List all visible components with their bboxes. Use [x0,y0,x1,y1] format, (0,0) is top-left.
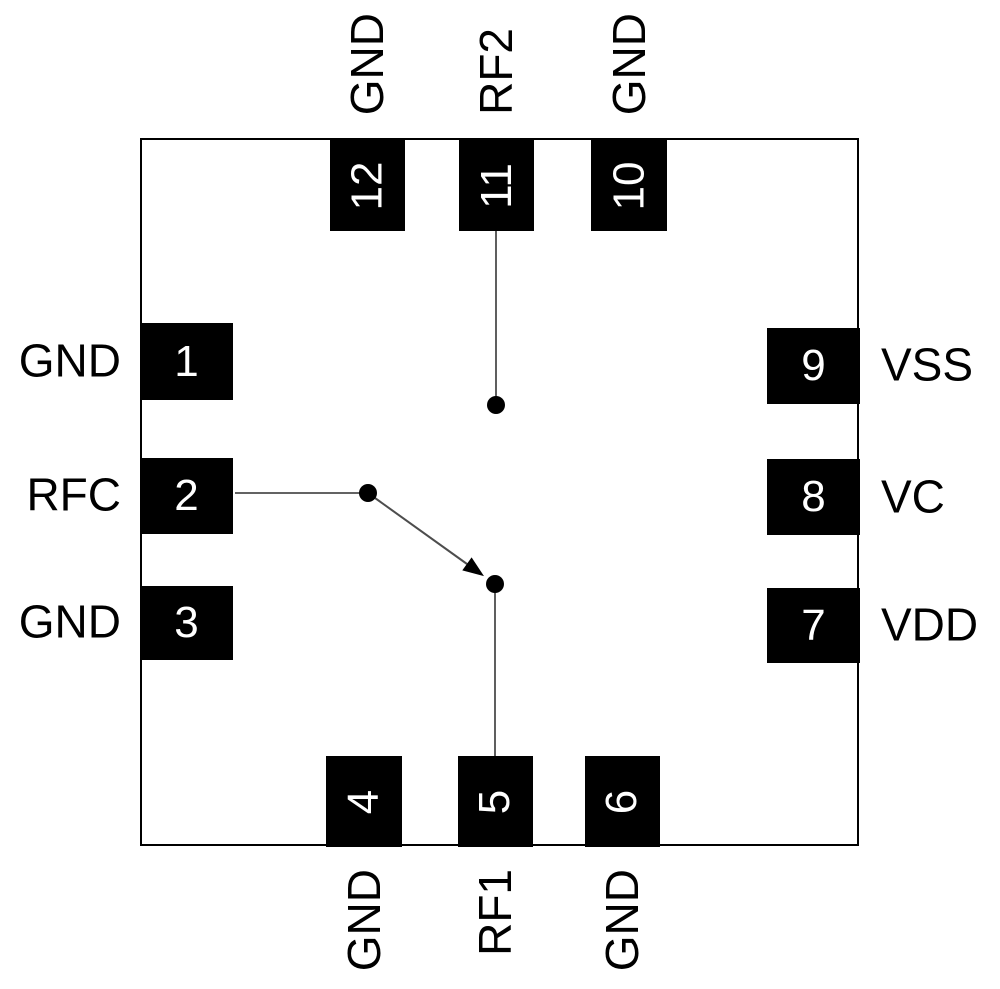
label-pin-1: GND [18,334,121,387]
pin-1-number: 1 [174,336,199,386]
chip-outline [140,138,859,846]
label-pin-2: RFC [26,468,121,521]
pad-pin-9: 9 [767,328,860,404]
label-pin-12: GND [341,12,393,115]
pin-4-number: 4 [338,789,388,814]
pin-12-number: 12 [342,161,392,210]
pin-2-number: 2 [174,471,199,520]
pad-pin-3: 3 [140,586,233,660]
pad-pin-7: 7 [767,588,860,663]
label-pin-5: RF1 [469,869,521,956]
pin-7-number: 7 [801,600,826,650]
pad-pin-4: 4 [326,756,402,847]
pad-pin-1: 1 [140,323,233,400]
pad-pin-10: 10 [591,140,667,231]
pad-pin-8: 8 [767,459,860,535]
label-pin-3: GND [18,595,121,648]
label-pin-11: RF2 [470,28,522,115]
pad-pin-2: 2 [140,458,233,534]
pad-pin-11: 11 [459,140,534,231]
pin-6-number: 6 [597,789,647,814]
label-pin-4: GND [338,869,390,972]
label-pin-6: GND [596,869,648,972]
pin-8-number: 8 [801,472,826,521]
pin-11-number: 11 [471,162,521,209]
pin-3-number: 3 [174,598,199,647]
label-pin-8: VC [881,470,945,523]
pad-pin-5: 5 [458,756,533,847]
pin-9-number: 9 [801,341,826,390]
pin-10-number: 10 [603,161,653,210]
label-pin-7: VDD [881,598,979,651]
pad-pin-12: 12 [330,140,405,231]
label-pin-9: VSS [881,338,974,391]
pin-5-number: 5 [470,789,520,814]
label-pin-10: GND [603,12,655,115]
pad-pin-6: 6 [585,756,660,847]
